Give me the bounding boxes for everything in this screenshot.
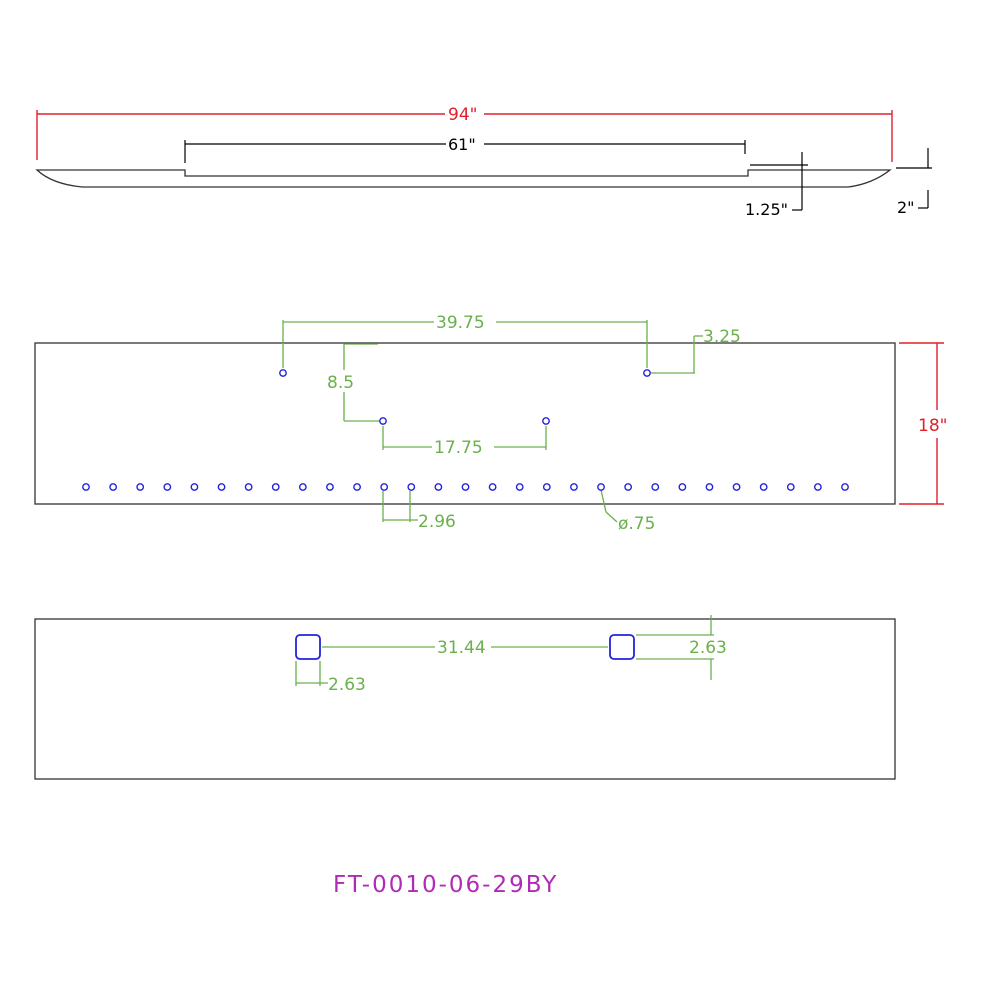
inner-hole-right: [542, 417, 550, 425]
row-hole-3: [136, 483, 145, 491]
slot-height-label: 2.63: [689, 638, 727, 658]
upper-hole-right: [643, 369, 651, 377]
bottom-view: 31.44 2.63 2.63: [34, 615, 896, 780]
step-depth-label: 1.25": [745, 200, 788, 219]
slot-width-label: 2.63: [328, 675, 366, 695]
vertical-offset-label: 8.5: [327, 373, 354, 393]
slot-height-dimension: [636, 615, 714, 680]
inner-hole-spacing-dimension: [382, 426, 547, 450]
inner-hole-left: [379, 417, 387, 425]
row-hole-14: [434, 483, 443, 491]
row-hole-5: [190, 483, 199, 491]
inner-hole-spacing-label: 17.75: [434, 438, 483, 458]
row-hole-18: [542, 483, 551, 491]
slot-spacing-label: 31.44: [437, 638, 486, 658]
row-hole-23: [678, 483, 687, 491]
row-hole-13: [407, 483, 416, 491]
row-hole-24: [705, 483, 714, 491]
row-hole-25: [732, 483, 741, 491]
row-hole-15: [461, 483, 470, 491]
end-height-dimension: [896, 148, 932, 209]
row-hole-2: [109, 483, 118, 491]
row-hole-19: [570, 483, 578, 491]
row-hole-26: [759, 483, 768, 491]
step-depth-dimension: [750, 152, 808, 211]
upper-hole-offset-dimension: [651, 335, 703, 374]
row-hole-28: [813, 483, 822, 491]
overall-length-label: 94": [448, 105, 477, 125]
row-hole-29: [841, 483, 849, 491]
end-height-label: 2": [897, 198, 915, 217]
hole-diameter-label: ø.75: [618, 514, 655, 534]
side-profile-outline: [35, 169, 892, 188]
row-hole-7: [244, 483, 253, 491]
flat-section-label: 61": [448, 135, 476, 154]
row-hole-12: [380, 483, 389, 491]
row-hole-pitch-label: 2.96: [418, 512, 456, 532]
upper-hole-left: [279, 369, 287, 377]
row-hole-20: [597, 483, 605, 491]
upper-hole-spacing-label: 39.75: [436, 313, 485, 333]
row-hole-4: [163, 483, 172, 491]
top-view: 18" 39.75 3.25 8.5: [34, 313, 947, 534]
top-view-outline: [34, 342, 896, 505]
slot-right: [609, 634, 635, 660]
row-hole-10: [326, 483, 334, 491]
row-hole-1: [82, 483, 90, 491]
row-hole-6: [217, 483, 226, 491]
upper-hole-offset-label: 3.25: [703, 327, 741, 347]
row-hole-21: [624, 483, 633, 491]
row-hole-11: [353, 483, 361, 491]
row-hole-pitch-dimension: [382, 491, 418, 522]
side-view: 94" 61" 1.25" 2": [35, 105, 932, 219]
row-hole-17: [515, 483, 524, 491]
overall-length-dimension: [36, 110, 893, 162]
bottom-view-outline: [34, 618, 896, 780]
flat-section-dimension: [184, 140, 746, 163]
slot-width-dimension: [295, 661, 328, 686]
height-dimension: [899, 342, 944, 505]
row-hole-27: [786, 483, 795, 491]
row-hole-16: [488, 483, 497, 491]
hole-diameter-leader: [600, 489, 618, 523]
slot-left: [295, 634, 321, 660]
row-hole-22: [651, 483, 660, 491]
row-hole-9: [298, 483, 307, 491]
hole-row: [82, 483, 849, 491]
height-label: 18": [918, 416, 947, 436]
row-hole-8: [271, 483, 280, 491]
vertical-offset-dimension: [343, 343, 380, 422]
upper-hole-spacing-dimension: [282, 320, 648, 368]
part-number: FT-0010-06-29BY: [333, 872, 558, 898]
